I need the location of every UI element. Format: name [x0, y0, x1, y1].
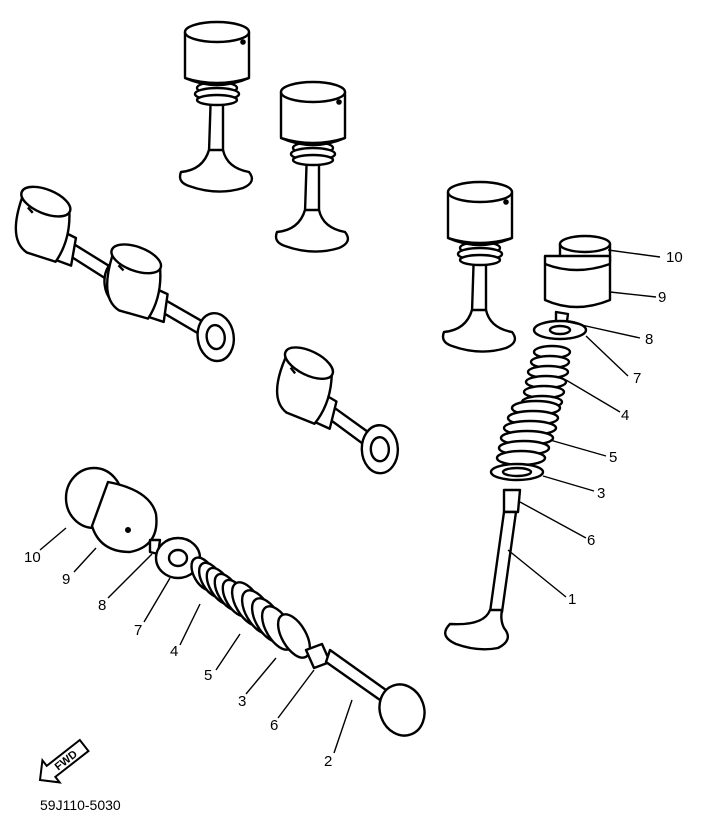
left-exploded-stack [64, 466, 426, 737]
callout-left-7: 7 [134, 622, 142, 639]
callout-right-9: 9 [658, 289, 666, 306]
tilted-valve-unit [254, 338, 429, 486]
left-callouts: 10 9 8 7 4 5 3 6 2 [24, 549, 332, 770]
callout-right-6: 6 [587, 532, 595, 549]
callout-right-1: 1 [568, 591, 576, 608]
spring-seat-left [276, 613, 312, 659]
valve-right [488, 510, 518, 614]
callout-left-2: 2 [324, 753, 332, 770]
callout-right-5: 5 [609, 449, 617, 466]
callout-left-3: 3 [238, 693, 246, 710]
tappet-valve-unit [178, 20, 254, 193]
callout-left-8: 8 [98, 597, 106, 614]
leader-lines [39, 249, 661, 754]
fwd-arrow-icon: FWD [38, 738, 90, 784]
callout-right-4: 4 [621, 407, 629, 424]
stem-seal-left [304, 642, 332, 670]
callout-left-6: 6 [270, 717, 278, 734]
inner-spring-right [520, 344, 572, 410]
right-callouts: 10 9 8 7 4 5 3 6 1 [568, 249, 683, 608]
tappet-valve-unit [441, 180, 517, 353]
callout-right-3: 3 [597, 485, 605, 502]
part-code: 59J110-5030 [40, 797, 121, 813]
callout-left-10: 10 [24, 549, 41, 566]
right-exploded-stack [444, 234, 612, 651]
callout-right-8: 8 [645, 331, 653, 348]
outer-spring-right [495, 399, 562, 467]
callout-right-10: 10 [666, 249, 683, 266]
callout-left-9: 9 [62, 571, 70, 588]
tilted-valve-unit [89, 236, 258, 372]
stem-seal-right [502, 488, 522, 514]
valve-left [324, 648, 388, 702]
tappet-valve-unit [274, 80, 350, 253]
callout-right-7: 7 [633, 370, 641, 387]
bucket-right [543, 254, 612, 309]
callout-left-4: 4 [170, 643, 178, 660]
callout-left-5: 5 [204, 667, 212, 684]
